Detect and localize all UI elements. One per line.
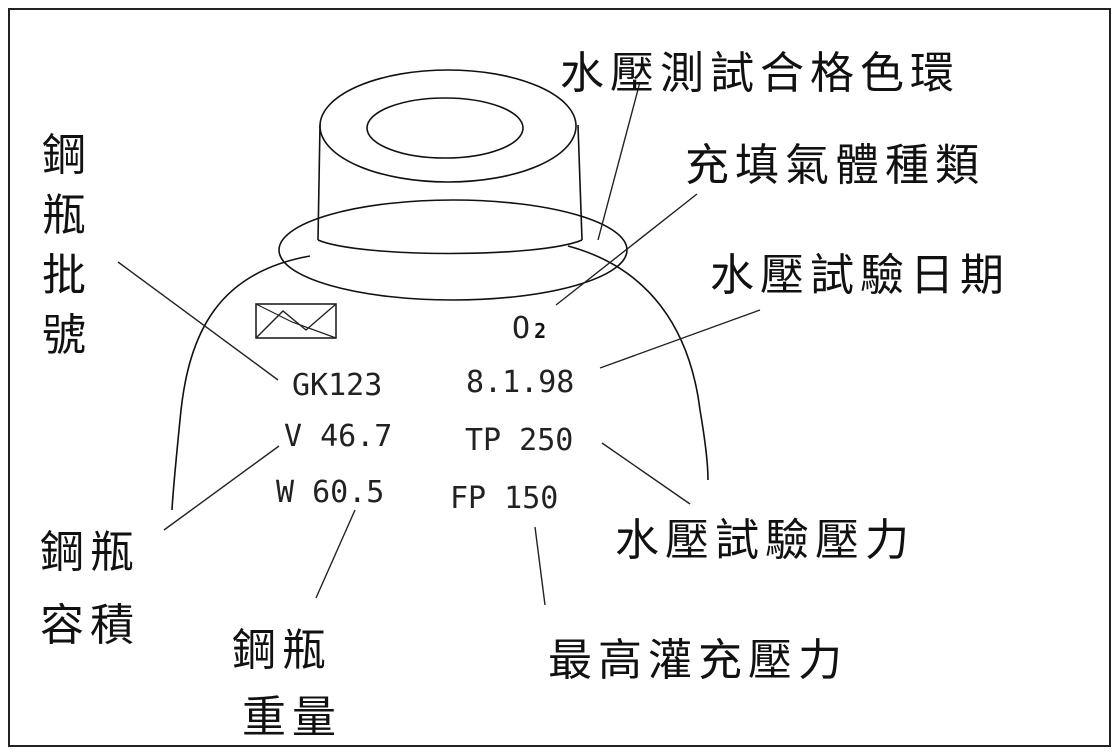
label-test-pressure: 水壓試驗壓力: [615, 515, 915, 566]
neck-inner-ellipse: [366, 97, 524, 159]
test-pressure-value: TP 250: [465, 423, 573, 458]
volume-value: V 46.7: [284, 419, 392, 454]
label-capacity-1: 鋼瓶: [40, 527, 140, 578]
leader-gas: [555, 193, 698, 306]
neck-cylinder: [317, 124, 583, 255]
leader-test-date: [599, 309, 761, 369]
gas-symbol-subscript: 2: [534, 319, 546, 343]
label-capacity-2: 容積: [40, 600, 140, 651]
test-date-value: 8.1.98: [466, 365, 574, 400]
label-ring: 水壓測試合格色環: [560, 48, 960, 99]
gas-symbol-main: O: [512, 311, 530, 346]
leader-ring: [597, 81, 641, 241]
weight-value: W 60.5: [276, 475, 384, 510]
cylinder-body-outline: [171, 255, 311, 511]
leader-fill-pressure: [534, 526, 546, 606]
label-gas: 充填氣體種類: [685, 140, 985, 191]
leader-batch: [117, 261, 279, 381]
manufacturer-mark-icon: [255, 303, 337, 339]
outer-frame: [8, 8, 1111, 747]
collar-ring: [278, 199, 628, 301]
label-batch-1: 鋼: [42, 130, 92, 181]
leader-test-pressure: [601, 442, 691, 505]
label-batch-4: 號: [42, 310, 92, 361]
label-fill-pressure: 最高灌充壓力: [548, 635, 848, 686]
label-batch-3: 批: [42, 250, 92, 301]
leader-weight: [315, 509, 356, 599]
label-weight-2: 重量: [242, 692, 342, 743]
fill-pressure-value: FP 150: [450, 481, 558, 516]
neck-top-ellipse: [319, 69, 577, 183]
leader-capacity: [163, 445, 280, 531]
label-weight-1: 鋼瓶: [232, 625, 332, 676]
label-test-date: 水壓試驗日期: [710, 250, 1010, 301]
cylinder-body-outline-right: [567, 245, 709, 481]
label-batch-2: 瓶: [42, 190, 92, 241]
serial-number: GK123: [292, 368, 382, 403]
